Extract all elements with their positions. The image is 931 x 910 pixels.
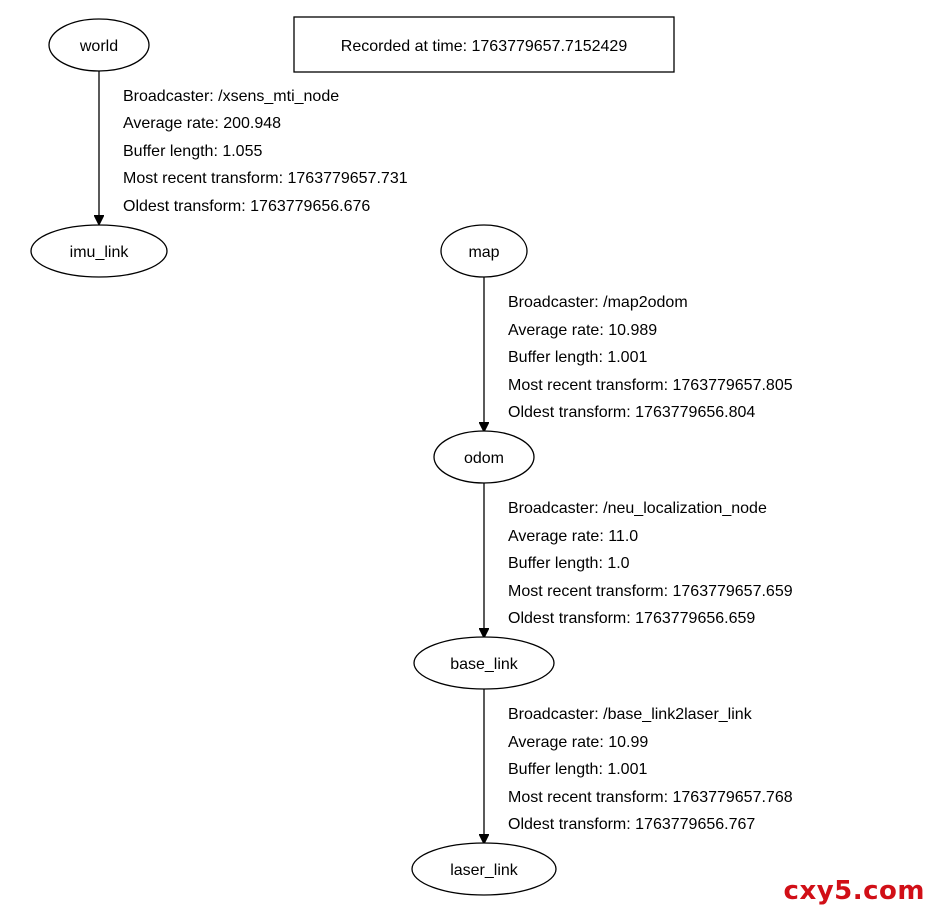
node-odom-label: odom [464, 450, 504, 467]
edge-label-most-recent: Most recent transform: 1763779657.805 [508, 377, 793, 394]
node-imu_link-label: imu_link [70, 244, 130, 261]
node-map[interactable]: map [440, 224, 528, 278]
node-laser_link[interactable]: laser_link [411, 842, 557, 896]
edge-label-most-recent: Most recent transform: 1763779657.731 [123, 170, 408, 187]
node-world[interactable]: world [48, 18, 150, 72]
node-laser_link-ellipse [411, 842, 557, 896]
edge-label-most-recent: Most recent transform: 1763779657.768 [508, 789, 793, 806]
edge-label-oldest: Oldest transform: 1763779656.804 [508, 404, 755, 421]
edge-label-average-rate: Average rate: 200.948 [123, 115, 281, 132]
node-imu_link-ellipse [30, 224, 168, 278]
edge-world-imu_link: Broadcaster: /xsens_mti_node Average rat… [99, 70, 408, 224]
recorded-time-box: Recorded at time: 1763779657.7152429 [293, 16, 675, 73]
edge-label-buffer-length: Buffer length: 1.055 [123, 143, 262, 160]
edge-label-broadcaster: Broadcaster: /map2odom [508, 294, 688, 311]
node-world-label: world [79, 38, 118, 55]
edge-label-buffer-length: Buffer length: 1.001 [508, 349, 647, 366]
node-imu_link[interactable]: imu_link [30, 224, 168, 278]
edge-odom-base_link: Broadcaster: /neu_localization_node Aver… [484, 483, 793, 637]
edge-label-broadcaster: Broadcaster: /base_link2laser_link [508, 706, 753, 723]
edge-label-broadcaster: Broadcaster: /neu_localization_node [508, 500, 767, 517]
recorded-time-label: Recorded at time: 1763779657.7152429 [341, 38, 628, 55]
node-base_link-ellipse [413, 636, 555, 690]
watermark-logo: cxy5.com [783, 876, 925, 906]
edge-label-buffer-length: Buffer length: 1.0 [508, 555, 630, 572]
node-base_link[interactable]: base_link [413, 636, 555, 690]
edge-label-oldest: Oldest transform: 1763779656.676 [123, 198, 370, 215]
node-map-label: map [468, 244, 499, 261]
edge-label-oldest: Oldest transform: 1763779656.767 [508, 816, 755, 833]
edge-label-average-rate: Average rate: 11.0 [508, 528, 638, 545]
node-map-ellipse [440, 224, 528, 278]
node-world-ellipse [48, 18, 150, 72]
edge-label-buffer-length: Buffer length: 1.001 [508, 761, 647, 778]
edge-label-average-rate: Average rate: 10.989 [508, 322, 657, 339]
node-odom[interactable]: odom [433, 430, 535, 484]
edge-map-odom: Broadcaster: /map2odom Average rate: 10.… [484, 277, 793, 431]
node-base_link-label: base_link [450, 656, 519, 673]
node-odom-ellipse [433, 430, 535, 484]
edge-label-broadcaster: Broadcaster: /xsens_mti_node [123, 88, 339, 105]
node-laser_link-label: laser_link [450, 862, 519, 879]
edge-base_link-laser_link: Broadcaster: /base_link2laser_link Avera… [484, 689, 793, 843]
edge-label-average-rate: Average rate: 10.99 [508, 734, 648, 751]
edge-label-most-recent: Most recent transform: 1763779657.659 [508, 583, 793, 600]
edge-label-oldest: Oldest transform: 1763779656.659 [508, 610, 755, 627]
recorded-time-frame [293, 16, 675, 73]
